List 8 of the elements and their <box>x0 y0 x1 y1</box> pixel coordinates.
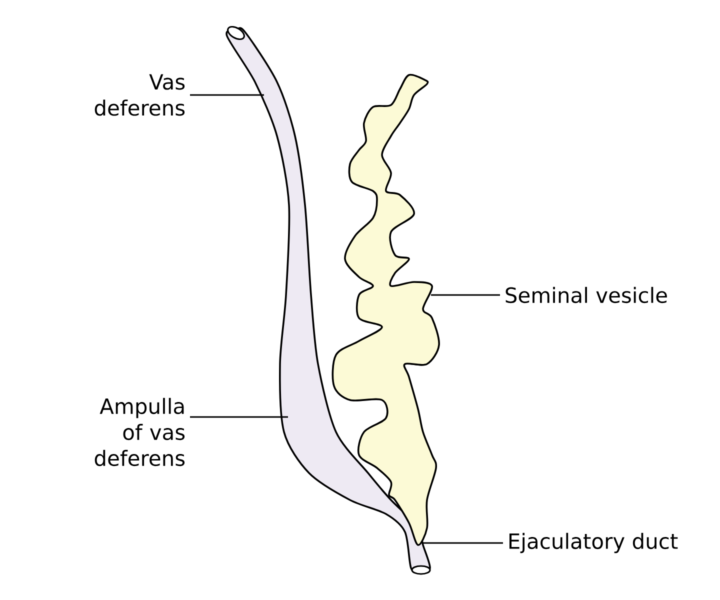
part-label: Seminal vesicle <box>506 286 667 304</box>
part-label: Vas deferens <box>94 74 185 116</box>
part-label: Ejaculatory duct <box>509 532 678 554</box>
leader-line <box>190 416 288 418</box>
part-label: Ampulla of vas deferens <box>94 398 185 466</box>
leader-line <box>190 94 264 96</box>
leader-line <box>431 294 500 296</box>
leader-line <box>423 542 503 544</box>
